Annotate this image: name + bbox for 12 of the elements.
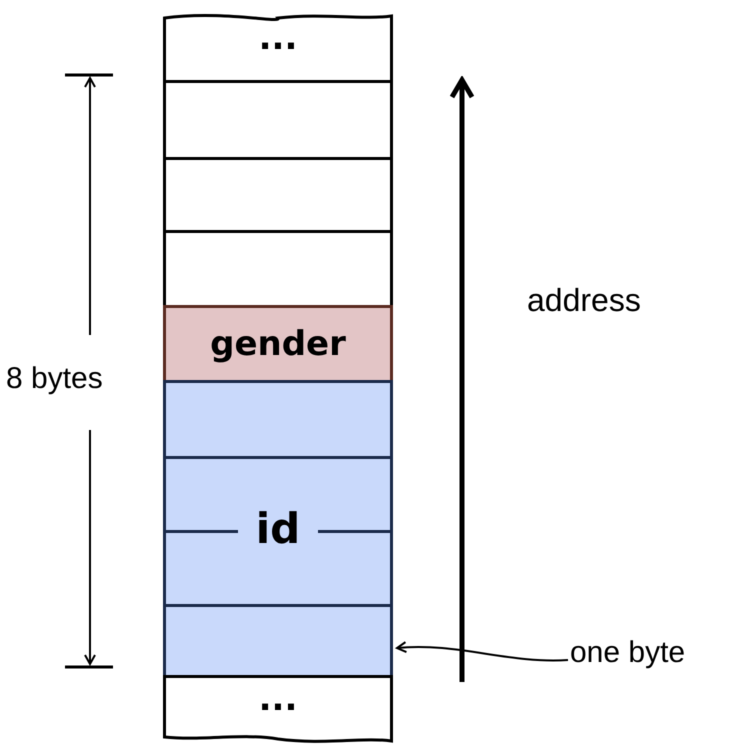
annotation-text: one byte	[570, 636, 686, 670]
axis-label: address	[527, 282, 641, 319]
ellipsis: ...	[258, 18, 298, 58]
leader-arrow	[396, 641, 568, 662]
memory-cell	[163, 157, 393, 233]
ellipsis: ...	[258, 679, 298, 719]
field-name: gender	[209, 324, 347, 364]
memory-field	[163, 305, 393, 383]
memory-cell	[163, 230, 393, 308]
memory-cell	[163, 80, 393, 160]
memory-field	[163, 380, 393, 678]
dimension-label: 8 bytes	[6, 362, 103, 396]
